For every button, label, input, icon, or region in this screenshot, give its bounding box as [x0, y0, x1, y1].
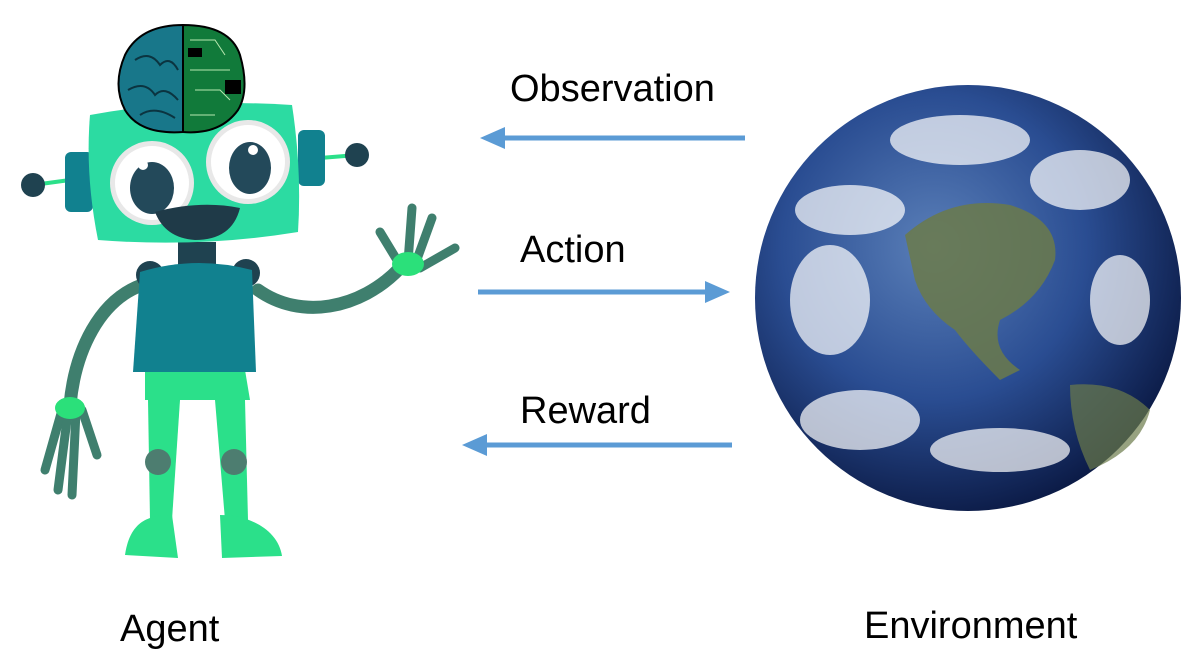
action-arrow: [478, 281, 730, 303]
observation-arrow: [480, 127, 745, 149]
agent-label: Agent: [120, 608, 220, 650]
robot-left-pupil: [130, 162, 174, 214]
action-label: Action: [520, 229, 626, 271]
robot-mouth: [155, 204, 240, 240]
north-america-landmass: [905, 203, 1056, 380]
robot-right-arm: [251, 261, 407, 314]
brain-circuit-icon: [117, 23, 246, 134]
robot-right-pupil: [229, 142, 271, 194]
observation-label: Observation: [510, 68, 715, 110]
environment-label: Environment: [864, 605, 1078, 647]
cloud-swirls: [790, 115, 1150, 472]
robot-torso: [133, 262, 256, 372]
robot-left-arm: [63, 278, 149, 412]
south-america-landmass: [1070, 384, 1150, 470]
robot-agent-illustration: [21, 23, 460, 558]
reward-label: Reward: [520, 390, 651, 432]
earth-environment-illustration: [755, 85, 1181, 511]
reward-arrow: [462, 434, 732, 456]
